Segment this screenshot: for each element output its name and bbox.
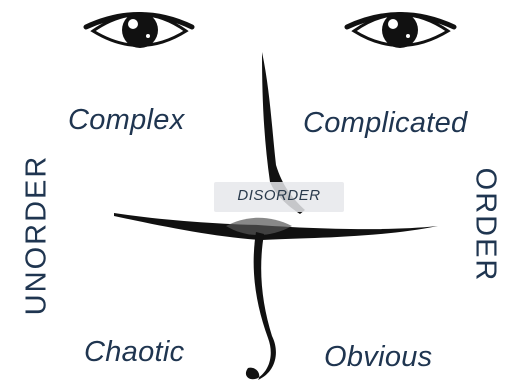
chin-icon [246, 232, 276, 380]
disorder-box: DISORDER [214, 182, 344, 212]
unorder-axis-label: UNORDER [21, 155, 54, 316]
domain-complex: Complex [68, 104, 185, 137]
domain-obvious: Obvious [324, 341, 433, 374]
mouth-icon [114, 213, 438, 240]
domain-chaotic: Chaotic [84, 336, 184, 369]
domain-complicated: Complicated [303, 107, 468, 140]
order-axis-label: ORDER [469, 168, 502, 283]
disorder-label: DISORDER [214, 187, 344, 204]
right-eye-icon [347, 12, 454, 48]
left-eye-icon [86, 12, 192, 48]
